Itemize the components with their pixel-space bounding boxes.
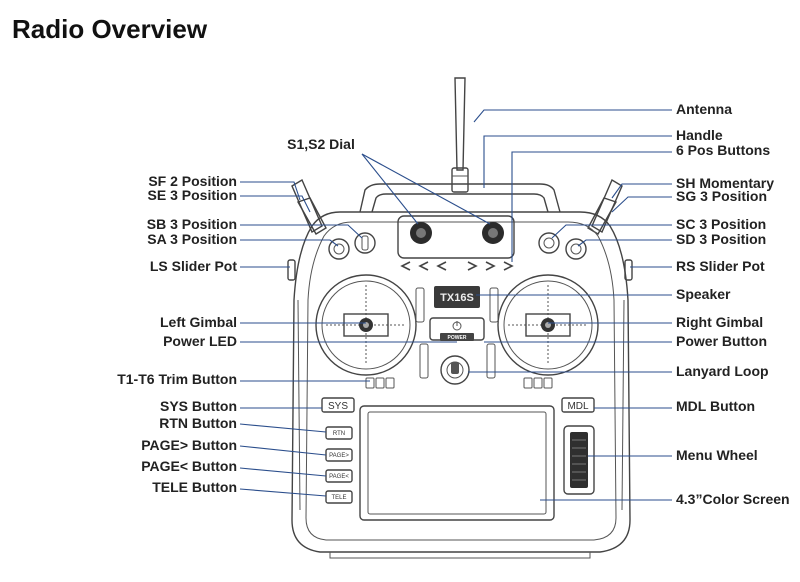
label-menu-wheel: Menu Wheel: [676, 447, 758, 463]
switch-sa[interactable]: [328, 238, 350, 260]
label-speaker: Speaker: [676, 286, 731, 302]
label-trim: T1-T6 Trim Button: [117, 371, 237, 387]
center-trim-left[interactable]: [419, 343, 429, 379]
left-gimbal[interactable]: [315, 274, 417, 376]
switch-sh-sg[interactable]: [587, 178, 623, 235]
label-ls: LS Slider Pot: [150, 258, 237, 274]
menu-wheel[interactable]: [563, 425, 595, 495]
ls-slider-pot[interactable]: [287, 259, 296, 281]
logo-text: TX16S: [440, 292, 474, 304]
label-left-gimbal: Left Gimbal: [160, 314, 237, 330]
trim-buttons-left[interactable]: [365, 377, 395, 389]
label-sh: SH Momentary: [676, 175, 774, 191]
center-trim-right[interactable]: [486, 343, 496, 379]
rs-slider-pot[interactable]: [624, 259, 633, 281]
page-prev-button-text: PAGE<: [329, 474, 349, 480]
label-screen: 4.3”Color Screen: [676, 491, 790, 507]
dial-s2[interactable]: [482, 222, 504, 244]
left-gimbal-trim[interactable]: [415, 287, 425, 323]
label-page-next: PAGE> Button: [141, 437, 237, 453]
label-mdl: MDL Button: [676, 398, 755, 414]
label-sb: SB 3 Position: [147, 216, 237, 232]
rtn-button-text: RTN: [333, 431, 345, 437]
tele-button-text: TELE: [331, 495, 346, 501]
label-rs: RS Slider Pot: [676, 258, 765, 274]
sys-button[interactable]: SYS: [321, 397, 355, 413]
label-handle: Handle: [676, 127, 723, 143]
label-se: SE 3 Position: [148, 187, 237, 203]
power-label: POWER: [448, 335, 467, 341]
page-title: Radio Overview: [12, 14, 208, 44]
label-sd: SD 3 Position: [676, 231, 766, 247]
speaker-logo: TX16S: [434, 286, 480, 308]
mdl-button-text: MDL: [567, 401, 589, 412]
switch-sd[interactable]: [565, 238, 587, 260]
label-antenna: Antenna: [676, 101, 732, 117]
label-sa: SA 3 Position: [147, 231, 237, 247]
power-button[interactable]: POWER: [429, 317, 485, 341]
lanyard-loop: [440, 355, 470, 385]
leader-lines: [239, 109, 672, 501]
six-pos-buttons[interactable]: [400, 261, 514, 271]
dial-panel: [397, 215, 515, 259]
radio-body: [291, 211, 631, 559]
right-gimbal[interactable]: [497, 274, 599, 376]
rtn-button[interactable]: RTN: [325, 426, 353, 440]
label-six-pos: 6 Pos Buttons: [676, 142, 770, 158]
page-prev-button[interactable]: PAGE<: [325, 469, 353, 483]
label-sf: SF 2 Position: [148, 173, 237, 189]
mdl-button[interactable]: MDL: [561, 397, 595, 413]
sys-button-text: SYS: [328, 401, 348, 412]
switch-sc[interactable]: [538, 232, 560, 254]
right-gimbal-trim[interactable]: [489, 287, 499, 323]
label-power-led: Power LED: [163, 333, 237, 349]
switch-sf-se[interactable]: [291, 178, 327, 235]
label-sg: SG 3 Position: [676, 188, 767, 204]
label-sys: SYS Button: [160, 398, 237, 414]
label-dial: S1,S2 Dial: [287, 136, 355, 152]
label-sc: SC 3 Position: [676, 216, 766, 232]
color-screen[interactable]: [359, 405, 555, 521]
page-next-button[interactable]: PAGE>: [325, 448, 353, 462]
handle: [359, 183, 561, 213]
label-page-prev: PAGE< Button: [141, 458, 237, 474]
page-next-button-text: PAGE>: [329, 453, 349, 459]
tele-button[interactable]: TELE: [325, 490, 353, 504]
label-power-button: Power Button: [676, 333, 767, 349]
dial-s1[interactable]: [410, 222, 432, 244]
label-right-gimbal: Right Gimbal: [676, 314, 763, 330]
trim-buttons-right[interactable]: [523, 377, 553, 389]
antenna: [451, 77, 469, 193]
switch-sb[interactable]: [354, 232, 376, 254]
label-tele: TELE Button: [152, 479, 237, 495]
label-lanyard: Lanyard Loop: [676, 363, 769, 379]
label-rtn: RTN Button: [159, 415, 237, 431]
